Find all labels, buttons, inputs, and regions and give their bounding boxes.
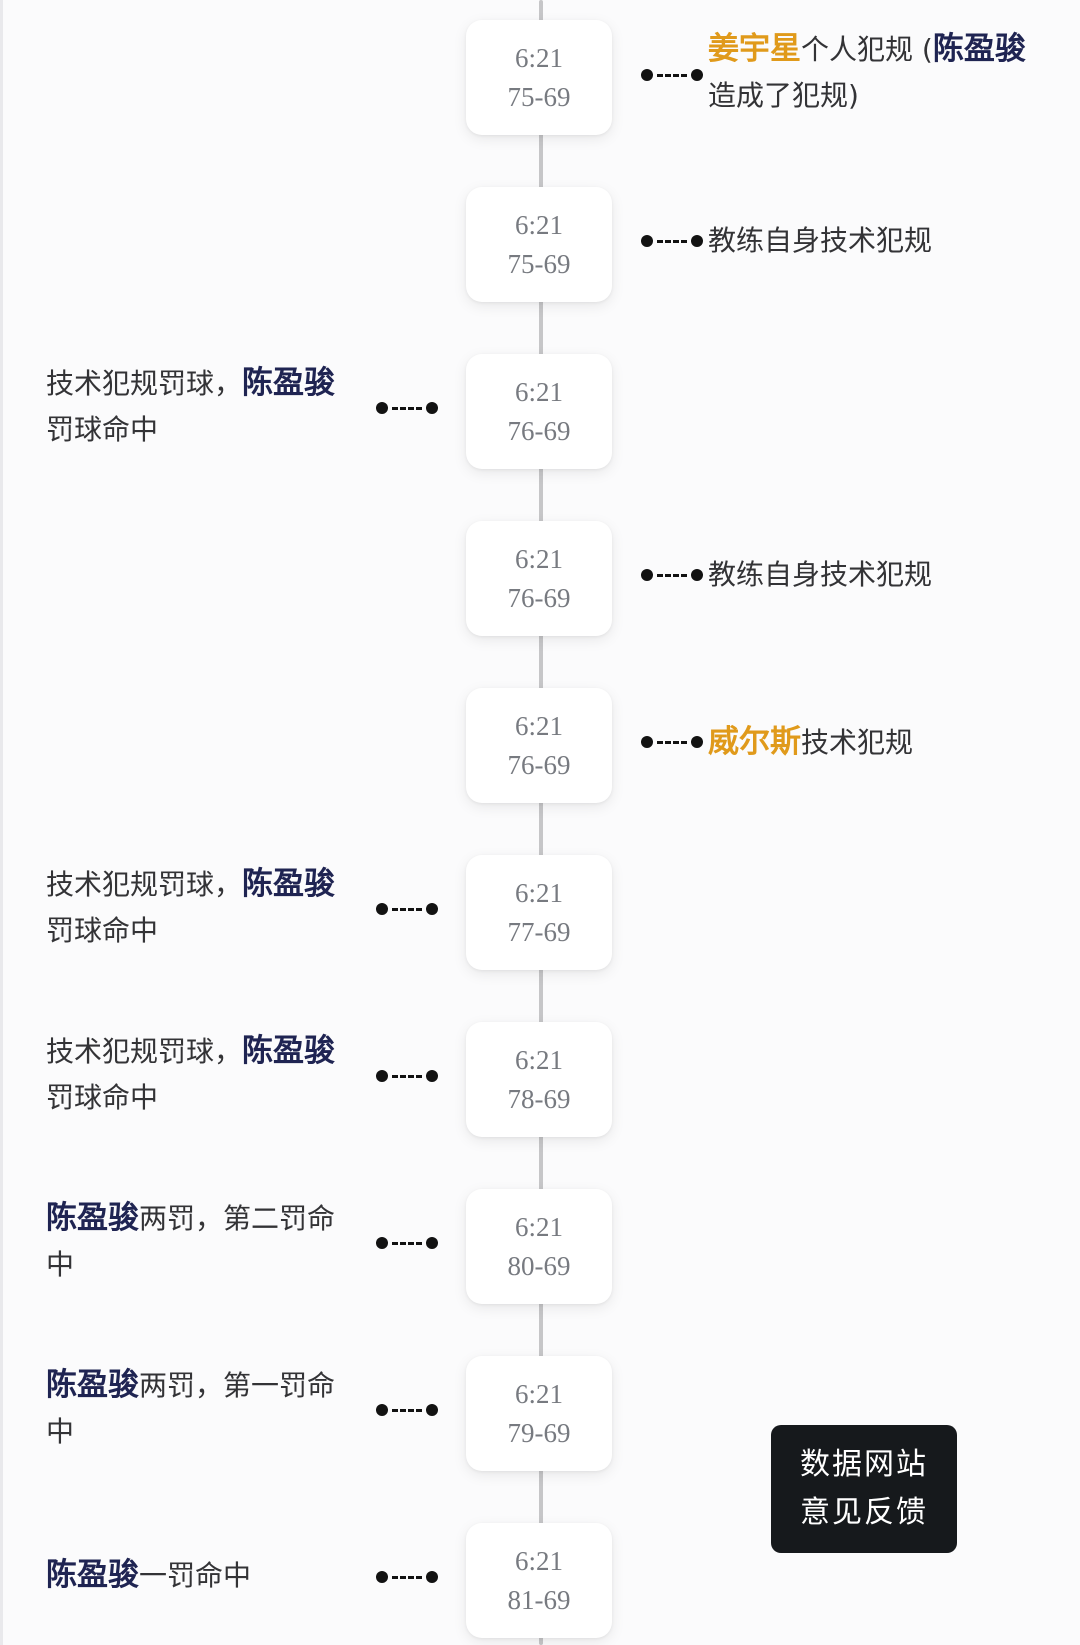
event-description: 技术犯规罚球，陈盈骏罚球命中	[46, 866, 336, 947]
connector-icon	[376, 1404, 438, 1416]
time-score-card[interactable]: 6:21 75-69	[466, 187, 612, 302]
timeline-event: 6:21 76-69 技术犯规罚球，陈盈骏罚球命中	[0, 346, 1080, 476]
game-clock: 6:21	[514, 543, 563, 574]
time-score-card[interactable]: 6:21 78-69	[466, 1022, 612, 1137]
page-edge	[0, 0, 3, 1645]
time-score-card[interactable]: 6:21 79-69	[466, 1356, 612, 1471]
game-clock: 6:21	[514, 376, 563, 407]
timeline-event: 6:21 78-69 技术犯规罚球，陈盈骏罚球命中	[0, 1014, 1080, 1144]
timeline-event: 6:21 75-69 教练自身技术犯规	[0, 179, 1080, 309]
score: 76-69	[507, 749, 571, 780]
score: 76-69	[507, 582, 571, 613]
score: 75-69	[507, 81, 571, 112]
connector-icon	[641, 69, 703, 81]
feedback-button[interactable]: 数据网站 意见反馈	[771, 1425, 957, 1553]
score: 78-69	[507, 1083, 571, 1114]
timeline-event: 6:21 76-69 教练自身技术犯规	[0, 513, 1080, 643]
timeline-event: 6:21 79-69 陈盈骏两罚，第一罚命中	[0, 1348, 1080, 1478]
player-name-home[interactable]: 陈盈骏	[242, 365, 336, 401]
connector-icon	[641, 569, 703, 581]
connector-icon	[641, 736, 703, 748]
game-clock: 6:21	[514, 209, 563, 240]
score: 75-69	[507, 248, 571, 279]
game-clock: 6:21	[514, 710, 563, 741]
connector-icon	[376, 1237, 438, 1249]
score: 77-69	[507, 916, 571, 947]
timeline-event: 6:21 76-69 威尔斯技术犯规	[0, 680, 1080, 810]
game-clock: 6:21	[514, 1378, 563, 1409]
score: 81-69	[507, 1584, 571, 1615]
connector-icon	[376, 402, 438, 414]
connector-icon	[641, 235, 703, 247]
time-score-card[interactable]: 6:21 76-69	[466, 688, 612, 803]
time-score-card[interactable]: 6:21 80-69	[466, 1189, 612, 1304]
feedback-line2: 意见反馈	[800, 1495, 928, 1530]
player-name-home[interactable]: 陈盈骏	[932, 31, 1026, 67]
timeline-line	[539, 0, 543, 1645]
connector-icon	[376, 1070, 438, 1082]
time-score-card[interactable]: 6:21 76-69	[466, 521, 612, 636]
event-description: 技术犯规罚球，陈盈骏罚球命中	[46, 365, 336, 446]
game-clock: 6:21	[514, 1211, 563, 1242]
event-description: 陈盈骏一罚命中	[46, 1557, 252, 1593]
timeline-event: 6:21 77-69 技术犯规罚球，陈盈骏罚球命中	[0, 847, 1080, 977]
player-name-home[interactable]: 陈盈骏	[46, 1200, 139, 1236]
game-clock: 6:21	[514, 42, 563, 73]
game-clock: 6:21	[514, 877, 563, 908]
timeline-event: 6:21 81-69 陈盈骏一罚命中	[0, 1515, 1080, 1645]
timeline-event: 6:21 80-69 陈盈骏两罚，第二罚命中	[0, 1181, 1080, 1311]
event-description: 教练自身技术犯规	[708, 224, 933, 257]
score: 80-69	[507, 1250, 571, 1281]
player-name-away[interactable]: 威尔斯	[708, 724, 801, 760]
event-description: 技术犯规罚球，陈盈骏罚球命中	[46, 1033, 336, 1114]
event-description: 教练自身技术犯规	[708, 558, 933, 591]
time-score-card[interactable]: 6:21 81-69	[466, 1523, 612, 1638]
connector-icon	[376, 903, 438, 915]
feedback-line1: 数据网站	[800, 1447, 928, 1482]
player-name-home[interactable]: 陈盈骏	[242, 866, 336, 902]
time-score-card[interactable]: 6:21 75-69	[466, 20, 612, 135]
event-description: 威尔斯技术犯规	[708, 724, 914, 760]
event-description: 陈盈骏两罚，第二罚命中	[46, 1200, 336, 1281]
time-score-card[interactable]: 6:21 76-69	[466, 354, 612, 469]
event-description: 姜宇星个人犯规 (陈盈骏造成了犯规)	[708, 31, 1026, 112]
player-name-away[interactable]: 姜宇星	[708, 31, 801, 67]
game-clock: 6:21	[514, 1545, 563, 1576]
score: 79-69	[507, 1417, 571, 1448]
score: 76-69	[507, 415, 571, 446]
player-name-home[interactable]: 陈盈骏	[46, 1367, 139, 1403]
player-name-home[interactable]: 陈盈骏	[242, 1033, 336, 1069]
game-clock: 6:21	[514, 1044, 563, 1075]
connector-icon	[376, 1571, 438, 1583]
event-description: 陈盈骏两罚，第一罚命中	[46, 1367, 336, 1448]
time-score-card[interactable]: 6:21 77-69	[466, 855, 612, 970]
timeline-event: 6:21 75-69 姜宇星个人犯规 (陈盈骏造成了犯规)	[0, 12, 1080, 142]
player-name-home[interactable]: 陈盈骏	[46, 1557, 139, 1593]
